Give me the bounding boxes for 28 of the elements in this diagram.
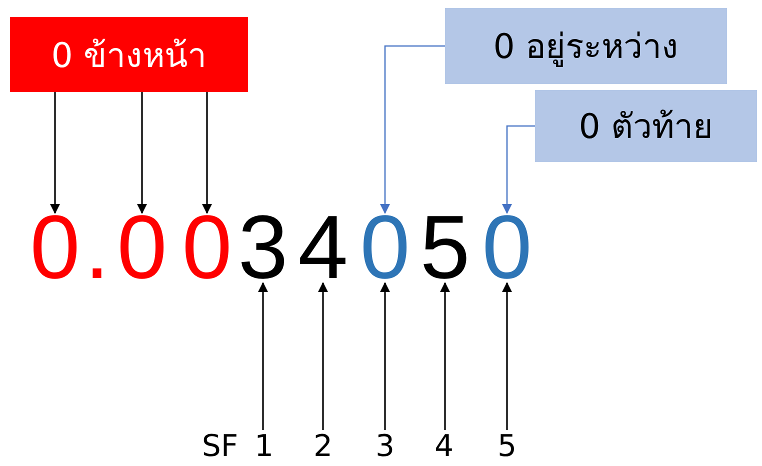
arrow	[380, 282, 390, 430]
digit: 3	[238, 215, 288, 281]
axis-label: SF	[200, 430, 240, 464]
label-box: 0 ตัวท้าย	[535, 90, 757, 162]
digit: 0	[354, 215, 416, 281]
arrow	[50, 92, 60, 214]
arrow	[202, 92, 212, 214]
figure-number: 2	[309, 430, 337, 464]
digit: 4	[296, 215, 350, 281]
arrow	[502, 125, 535, 214]
arrow	[318, 282, 328, 430]
arrow	[502, 282, 512, 430]
figure-number: 1	[250, 430, 278, 464]
figure-number: 4	[430, 430, 458, 464]
label-box: 0 ข้างหน้า	[10, 17, 248, 92]
arrow	[440, 282, 450, 430]
digit: .	[88, 215, 106, 281]
label-box: 0 อยู่ระหว่าง	[445, 8, 727, 84]
arrow	[380, 45, 445, 214]
digit: 5	[420, 215, 470, 281]
digit: 0	[176, 215, 238, 281]
figure-number: 3	[371, 430, 399, 464]
digit: 0	[110, 215, 174, 281]
digit: 0	[476, 215, 538, 281]
figure-number: 5	[493, 430, 521, 464]
digit: 0	[24, 215, 86, 281]
arrow	[137, 92, 147, 214]
arrow	[258, 282, 268, 430]
